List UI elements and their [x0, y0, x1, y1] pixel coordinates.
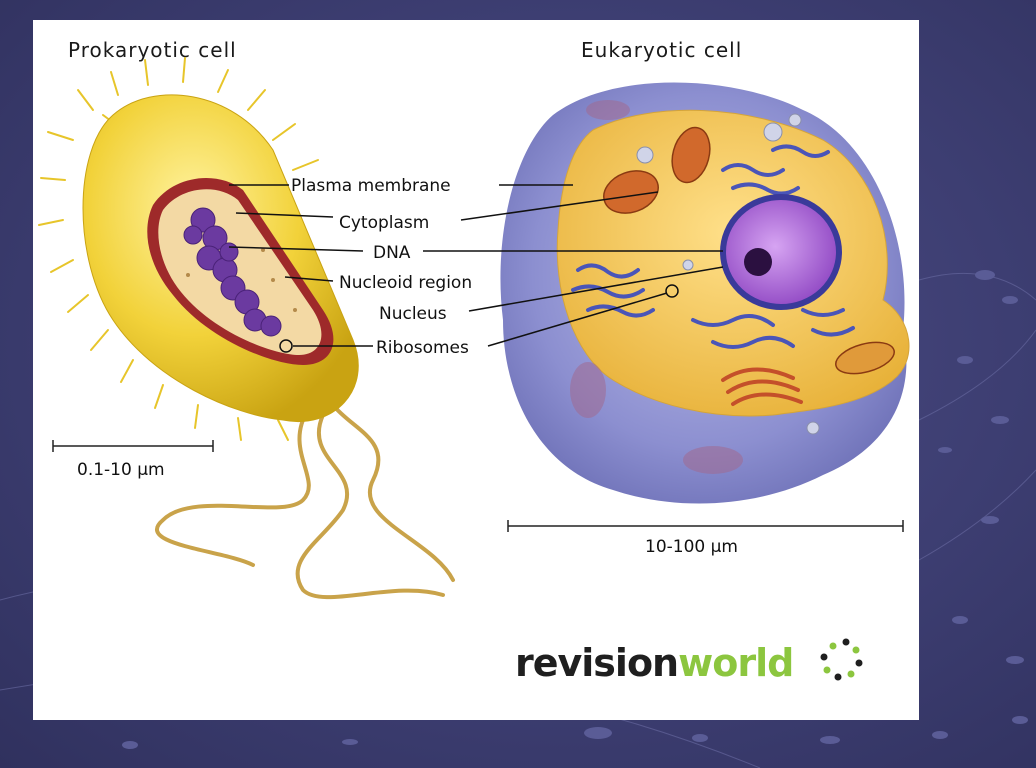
mitochondrion: [671, 126, 711, 184]
scale-bar-prokaryote: [52, 440, 214, 452]
nucleus: [720, 194, 842, 310]
label-ribosomes: Ribosomes: [376, 338, 469, 358]
scale-label-prokaryote: 0.1-10 µm: [77, 460, 165, 480]
svg-text:revisionworld: revisionworld: [515, 641, 793, 685]
vesicles: [636, 113, 820, 435]
mitochondrion: [603, 170, 659, 214]
nucleolus: [744, 248, 772, 276]
logo-dots-icon: [820, 638, 863, 681]
label-cytoplasm: Cytoplasm: [339, 213, 429, 233]
nucleoid-dna: [183, 207, 282, 337]
logo-text-revision: revision: [515, 641, 678, 685]
label-nucleoid-region: Nucleoid region: [339, 273, 472, 293]
prokaryotic-cell: [38, 57, 455, 600]
eukaryotic-cell: [500, 82, 910, 504]
revisionworld-logo: revisionworld: [515, 638, 863, 685]
golgi-apparatus: [721, 367, 803, 406]
logo-text-world: world: [678, 641, 793, 685]
scale-label-eukaryote: 10-100 µm: [645, 537, 738, 557]
leader-lines: [228, 184, 724, 347]
prokaryotic-title: Prokaryotic cell: [68, 38, 237, 62]
scale-bar-eukaryote: [507, 520, 904, 532]
label-dna: DNA: [373, 243, 411, 263]
eukaryotic-title: Eukaryotic cell: [581, 38, 742, 62]
diagram-panel: Prokaryotic cell Eukaryotic cell: [33, 20, 919, 720]
cell-diagram: Prokaryotic cell Eukaryotic cell: [38, 38, 910, 685]
flagella: [155, 403, 455, 600]
mitochondrion: [835, 341, 895, 375]
endoplasmic-reticulum: [571, 144, 855, 349]
vacuoles: [570, 100, 743, 474]
ribosome-eukaryote: [665, 284, 679, 298]
label-nucleus: Nucleus: [379, 304, 447, 324]
label-plasma-membrane: Plasma membrane: [291, 176, 451, 196]
ribosome-prokaryote: [279, 339, 293, 353]
